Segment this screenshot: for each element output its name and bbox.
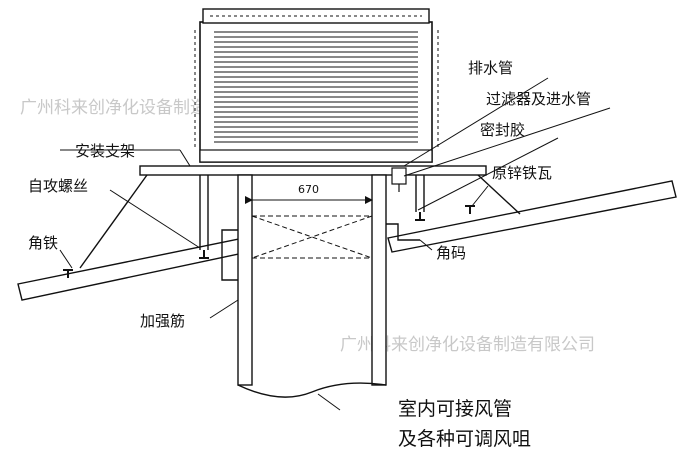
mount-bracket-bar bbox=[139, 165, 487, 176]
screw-left bbox=[63, 269, 73, 278]
label-drain-pipe: 排水管 bbox=[468, 59, 513, 77]
label-indoor-duct-2: 及各种可调风咀 bbox=[398, 428, 531, 450]
angle-iron-left bbox=[79, 174, 148, 269]
label-self-tapping-screw: 自攻螺丝 bbox=[28, 177, 88, 195]
label-mount-bracket: 安装支架 bbox=[75, 142, 135, 160]
label-corner-bracket: 角码 bbox=[436, 244, 466, 262]
air-cooler-unit bbox=[194, 8, 439, 163]
dimension-670: 670 bbox=[298, 183, 319, 196]
label-galvanized-sheet: 原锌铁瓦 bbox=[492, 164, 552, 182]
screw-right bbox=[465, 205, 475, 214]
screw-mid-right bbox=[415, 212, 425, 221]
label-filter-inlet: 过滤器及进水管 bbox=[486, 90, 591, 108]
screw-mid-left bbox=[199, 250, 209, 259]
filter-fitting bbox=[391, 167, 407, 185]
duct bbox=[221, 174, 420, 398]
louver-grille bbox=[214, 31, 418, 143]
label-sealant: 密封胶 bbox=[480, 121, 525, 139]
label-angle-iron: 角铁 bbox=[28, 234, 58, 252]
label-indoor-duct-1: 室内可接风管 bbox=[398, 398, 512, 420]
roof-right bbox=[387, 180, 677, 253]
angle-iron-right bbox=[477, 174, 521, 215]
watermark-bottom: 广州科来创净化设备制造有限公司 bbox=[340, 335, 595, 355]
label-stiffener: 加强筋 bbox=[140, 312, 185, 330]
